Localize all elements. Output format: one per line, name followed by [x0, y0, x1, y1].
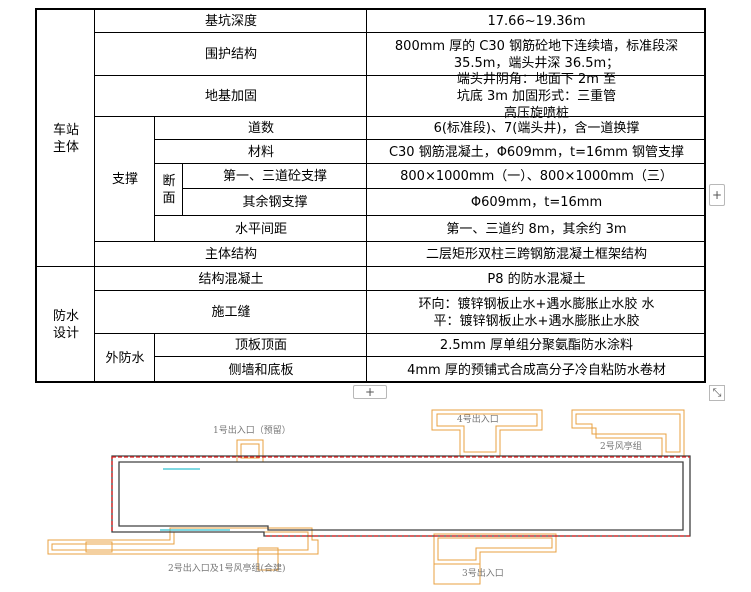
value-main-structure: 二层矩形双柱三跨钢筋混凝土框架结构 — [425, 247, 647, 262]
add-row-button[interactable]: + — [353, 385, 387, 399]
item-horizontal-spacing: 水平间距 — [234, 221, 287, 237]
grid-line — [366, 10, 367, 383]
grid-line — [95, 75, 706, 76]
grid-line — [155, 356, 706, 357]
label-exit4: 4号出入口 — [457, 413, 499, 425]
item-count: 道数 — [247, 121, 274, 136]
value-concrete-support: 800×1000mm（一）、800×1000mm（三） — [400, 169, 673, 184]
grid-line — [95, 116, 706, 117]
item-side-wall-bottom: 侧墙和底板 — [228, 362, 294, 378]
wind2-structure — [571, 409, 685, 457]
grid-line — [155, 139, 706, 140]
item-construction-joint: 施工缝 — [211, 305, 251, 320]
value-construction-joint: 环向：镀锌钢板止水+遇水膨胀止水胶 水平：镀锌钢板止水+遇水膨胀止水胶 — [418, 296, 655, 329]
category-support: 支撑 — [111, 172, 138, 187]
item-pit-depth: 基坑深度 — [204, 14, 257, 29]
item-structural-concrete: 结构混凝土 — [198, 271, 264, 287]
item-material: 材料 — [247, 144, 274, 160]
station-body-label: 车站主体 — [52, 122, 79, 155]
grid-line — [154, 117, 155, 242]
exit2-room — [85, 541, 113, 553]
value-material: C30 钢筋混凝土，Φ609mm，t=16mm 钢管支撑 — [388, 144, 685, 160]
grid-line — [182, 164, 183, 216]
exit2-stair — [257, 547, 279, 571]
category-station-body: 车站主体 — [37, 10, 95, 267]
wind2-inner — [575, 413, 681, 453]
exit2-structure — [47, 527, 319, 555]
category-section: 断面 — [155, 164, 183, 216]
category-outer-waterproof: 外防水 — [105, 351, 145, 366]
exit1-inner — [240, 443, 260, 459]
item-main-structure: 主体结构 — [204, 247, 257, 262]
value-foundation: 端头井阴角：地面下 2m 至坑底 3m 加固形式：三重管高压旋喷桩 — [456, 72, 617, 121]
exit3-inner — [437, 537, 553, 561]
item-roof-top: 顶板顶面 — [234, 338, 287, 353]
resize-handle[interactable]: ⤡ — [709, 385, 725, 401]
value-pit-depth: 17.66~19.36m — [487, 14, 586, 29]
label-wind2: 2号风亭组 — [600, 440, 642, 452]
parameters-table: 车站主体 防水设计 基坑深度 围护结构 地基加固 支撑 道数 材料 断面 第一、… — [35, 8, 706, 383]
label-exit1: 1号出入口（预留） — [213, 424, 291, 436]
grid-line — [95, 32, 706, 33]
item-retaining: 围护结构 — [204, 47, 257, 62]
label-exit2-wind1: 2号出入口及1号风亭组(合建) — [168, 562, 285, 574]
value-steel-support: Φ609mm，t=16mm — [470, 195, 603, 210]
grid-line — [155, 215, 706, 216]
grid-line — [154, 334, 155, 383]
exit4-inner — [436, 413, 538, 453]
add-column-button[interactable]: + — [709, 184, 725, 206]
item-steel-support: 其余钢支撑 — [242, 195, 308, 210]
section-label: 断面 — [162, 174, 176, 206]
station-plan-drawing: 1号出入口（预留） 4号出入口 2号风亭组 2号出入口及1号风亭组(合建) 3号… — [47, 409, 691, 585]
station-inner-wall — [118, 461, 684, 531]
grid-line — [95, 290, 706, 291]
label-exit3: 3号出入口 — [462, 567, 504, 579]
value-roof-top: 2.5mm 厚单组分聚氨酯防水涂料 — [439, 338, 634, 353]
diaphragm-wall-line — [111, 456, 690, 537]
grid-line — [183, 188, 706, 189]
item-concrete-support: 第一、三道砼支撑 — [222, 169, 327, 184]
station-outer-wall — [111, 455, 691, 537]
item-foundation: 地基加固 — [204, 89, 257, 104]
grid-line — [95, 241, 706, 242]
grid-line — [95, 333, 706, 334]
grid-line — [155, 163, 706, 164]
category-waterproof: 防水设计 — [37, 267, 95, 383]
waterproof-label: 防水设计 — [52, 309, 79, 341]
value-count: 6(标准段)、7(端头井)，含一道换撑 — [433, 121, 640, 136]
cyan-line — [160, 468, 230, 531]
grid-line — [37, 266, 706, 267]
grid-line — [94, 10, 95, 383]
value-retaining: 800mm 厚的 C30 钢筋砼地下连续墙，标准段深 35.5m，端头井深 36… — [394, 38, 679, 71]
exit2-inner — [51, 531, 309, 551]
value-horizontal-spacing: 第一、三道约 8m，其余约 3m — [446, 221, 627, 237]
exit3-stair — [433, 564, 481, 585]
value-side-wall-bottom: 4mm 厚的预铺式合成高分子冷自粘防水卷材 — [407, 362, 666, 378]
value-structural-concrete: P8 的防水混凝土 — [487, 271, 586, 287]
